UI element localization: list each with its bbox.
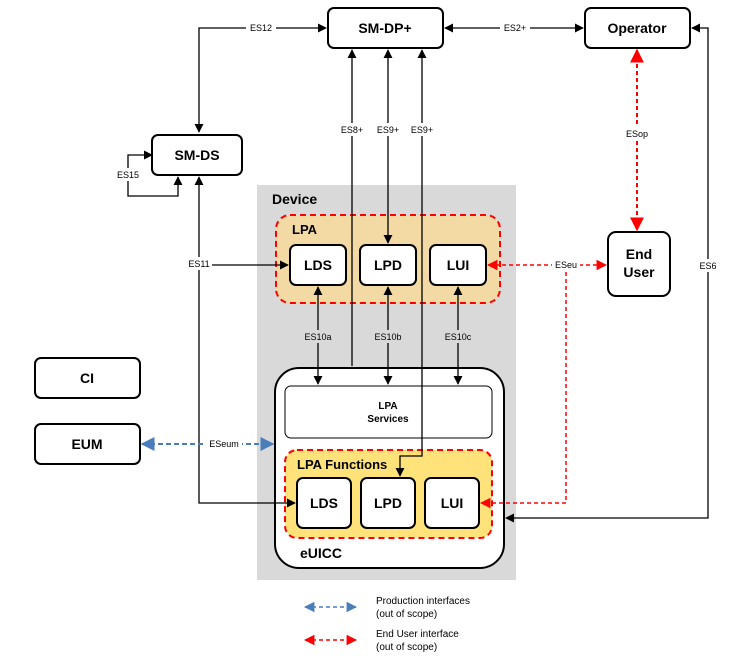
end-user-line2: User <box>623 264 655 280</box>
es10a-label-bg <box>302 330 334 343</box>
functions-lpd-label: LPD <box>374 495 402 511</box>
eseu-label: ESeu <box>555 260 577 270</box>
es11-label-bg <box>186 257 212 270</box>
lpa-lds-label: LDS <box>304 257 332 273</box>
es10b-label: ES10b <box>374 332 401 342</box>
es9-plus-b-label: ES9+ <box>411 125 433 135</box>
es6-label: ES6 <box>699 261 716 271</box>
es6-connector <box>505 23 709 523</box>
es12-label: ES12 <box>250 23 272 33</box>
sm-ds-label: SM-DS <box>174 147 219 163</box>
legend-enduser-text2: (out of scope) <box>376 642 437 653</box>
legend-production-text2: (out of scope) <box>376 609 437 620</box>
lpa-lui-label: LUI <box>447 257 470 273</box>
legend-enduser-text1: End User interface <box>376 629 459 640</box>
lpa-lpd-label: LPD <box>374 257 402 273</box>
end-user-line1: End <box>626 246 652 262</box>
eseum-label: ESeum <box>209 439 239 449</box>
eum-label: EUM <box>71 436 102 452</box>
lpa-functions-title: LPA Functions <box>297 457 387 472</box>
lpa-services-line2: Services <box>367 414 409 425</box>
es10a-label: ES10a <box>304 332 331 342</box>
es2-plus-label: ES2+ <box>504 23 526 33</box>
es12-label-bg <box>246 21 276 34</box>
es9-plus-b-connector <box>395 49 427 477</box>
es10c-label: ES10c <box>445 332 472 342</box>
sm-dp-plus-label: SM-DP+ <box>358 20 411 36</box>
functions-lds-box <box>296 477 352 529</box>
ci-box <box>34 357 141 399</box>
es9-plus-a-label: ES9+ <box>377 125 399 135</box>
euicc-title: eUICC <box>300 545 342 561</box>
es8-plus-label-bg <box>340 123 364 136</box>
eseum-label-bg <box>206 437 242 450</box>
es6-label-bg <box>696 259 720 272</box>
es8-plus-label: ES8+ <box>341 125 363 135</box>
es10b-label-bg <box>372 330 404 343</box>
es15-label-bg <box>115 168 141 181</box>
eseu-label-bg <box>552 258 580 271</box>
lpa-services-line1: LPA <box>378 401 397 412</box>
es15-label: ES15 <box>117 170 139 180</box>
functions-lui-label: LUI <box>441 495 464 511</box>
functions-lui-box <box>424 477 480 529</box>
es9-plus-b-label-bg <box>410 123 434 136</box>
lpa-services-box <box>284 385 493 439</box>
es12-connector <box>194 23 327 133</box>
operator-label: Operator <box>607 20 667 36</box>
legend-production-text1: Production interfaces <box>376 596 470 607</box>
es11-connector <box>194 176 296 508</box>
sm-dp-plus-box <box>327 7 444 49</box>
device-title: Device <box>272 191 317 207</box>
functions-lpd-box <box>360 477 416 529</box>
lpa-lui-box <box>429 244 487 286</box>
eum-box <box>34 423 141 465</box>
eseu-functions-connector <box>479 265 567 509</box>
lpa-title: LPA <box>292 222 318 237</box>
functions-lds-label: LDS <box>310 495 338 511</box>
es11-label: ES11 <box>188 259 209 269</box>
es9-plus-a-label-bg <box>376 123 400 136</box>
esop-label: ESop <box>626 129 648 139</box>
ci-label: CI <box>80 370 94 386</box>
es15-connector <box>127 150 183 197</box>
es10c-label-bg <box>442 330 474 343</box>
